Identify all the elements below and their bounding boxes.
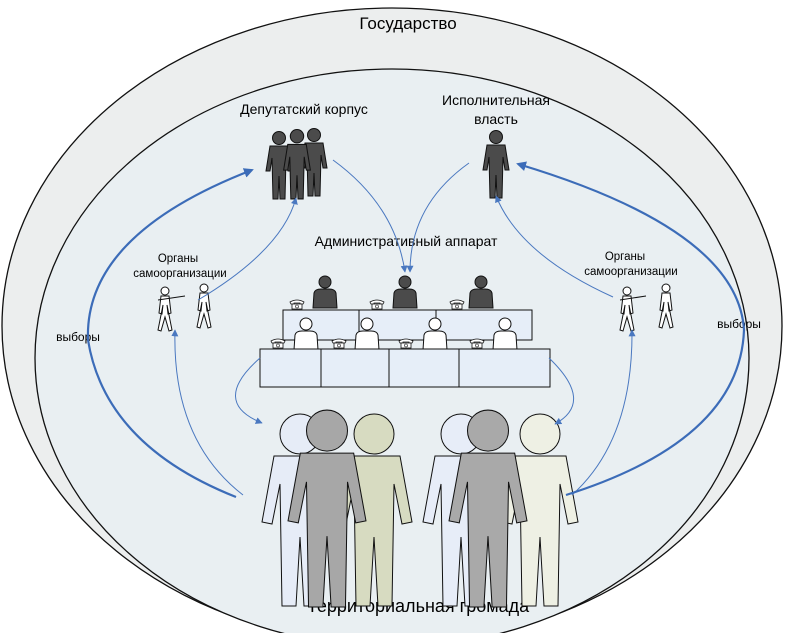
self-org-right-line2: самоорганизации [584,266,677,278]
deputies-label: Депутатский корпус [240,101,368,117]
election-arrows [86,161,746,499]
deputies-group-icon [265,127,328,200]
self-org-left-line2: самоорганизации [133,268,226,280]
state-label: Государство [359,14,456,33]
executive-label-line2: власть [474,111,518,127]
executive-label-line1: Исполнительная [442,92,550,108]
self-org-right-icon [619,283,674,332]
admin-apparatus-icon [259,275,551,388]
self-org-left-icon [157,283,212,332]
elections-right-label: выборы [717,317,761,331]
admin-label: Административный аппарат [315,233,498,249]
elections-left-label: выборы [56,330,100,344]
thin-arrows [171,159,636,496]
self-org-right-line1: Органы [605,251,645,263]
self-org-left-line1: Органы [158,253,198,265]
